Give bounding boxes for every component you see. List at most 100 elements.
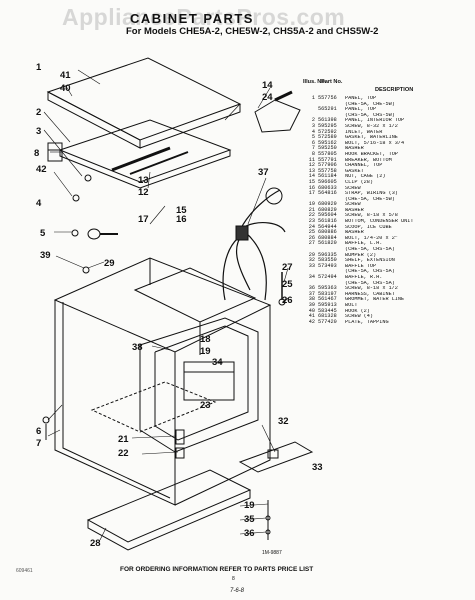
cabinet-left-side — [54, 300, 176, 506]
callout-25: 25 — [282, 279, 293, 290]
callout-19b: 19 — [244, 500, 255, 511]
part-description: WASHER — [345, 146, 364, 152]
part-illus-no: 16 — [308, 184, 315, 191]
part-description: WASHER — [345, 230, 364, 236]
part-description: SCREW (4) — [345, 314, 374, 320]
part-illus-no: 5 — [311, 134, 315, 141]
part-number: 564944 — [318, 223, 337, 230]
callout-23: 23 — [200, 400, 211, 411]
part-number: 595604 — [318, 212, 337, 219]
part-description: CLIP (28) — [345, 179, 374, 185]
callout-35: 35 — [244, 514, 255, 525]
part-description: SCREW — [345, 202, 361, 208]
callout-labels: 1 41 40 2 3 8 42 13 12 14 24 37 17 16 15… — [34, 62, 323, 549]
cabinet-right-side — [174, 305, 271, 506]
callout-2: 2 — [36, 107, 41, 118]
part-number: 680884 — [318, 234, 337, 241]
part-description: SCREW, 8-32 x 1/2 — [345, 123, 398, 129]
callout-21: 21 — [118, 434, 129, 445]
callout-18: 18 — [200, 334, 211, 345]
part-description: WASHER — [345, 207, 364, 213]
part-number: 577420 — [318, 318, 337, 325]
part-description: CHANNEL, TOP — [345, 163, 383, 169]
part-number: 595250 — [318, 145, 337, 152]
water-inlet — [87, 228, 101, 240]
callout-5: 5 — [40, 228, 46, 239]
part-illus-no: 3 — [311, 122, 315, 129]
part-illus-no: 42 — [308, 318, 315, 325]
part-illus-no: 39 — [308, 301, 315, 308]
callout-12: 12 — [138, 187, 149, 198]
callout-3: 3 — [36, 126, 41, 137]
part-number: 595295 — [318, 122, 337, 129]
part-number: 572592 — [318, 128, 337, 135]
parts-row: (CHE-5A, CHE-5W) — [303, 197, 473, 203]
part-number: 561184 — [318, 173, 337, 180]
part-number: 596605 — [318, 178, 337, 185]
part-description: (CHE-5A, CHE-5W) — [345, 101, 395, 107]
part-number: 573493 — [318, 262, 337, 269]
callout-19: 19 — [200, 346, 211, 357]
part-number: 680886 — [318, 229, 337, 236]
part-number: 595913 — [318, 301, 337, 308]
callout-42: 42 — [36, 164, 47, 175]
part-illus-no: 40 — [308, 307, 315, 314]
callout-40: 40 — [60, 83, 71, 94]
part-illus-no: 17 — [308, 190, 315, 197]
callout-22: 22 — [118, 448, 129, 459]
ordering-footer: FOR ORDERING INFORMATION REFER TO PARTS … — [120, 566, 314, 573]
callout-24: 24 — [262, 92, 273, 103]
callout-1: 1 — [36, 62, 42, 73]
description-header: DESCRIPTION — [375, 87, 414, 93]
callout-37: 37 — [258, 167, 269, 178]
part-no-header: Part No. — [321, 79, 343, 85]
parts-row: (CHE-5A, CHS-5A) — [303, 247, 473, 253]
page-number: 8 — [232, 576, 235, 582]
callout-39: 39 — [40, 250, 51, 261]
part-number: 557756 — [318, 95, 337, 101]
part-number: 583550 — [318, 257, 337, 264]
condenser-bottom — [90, 381, 217, 433]
part-number: 572494 — [318, 274, 337, 280]
callout-32: 32 — [278, 416, 289, 427]
part-description: BREAKER, BOTTOM — [345, 157, 392, 163]
part-description: PANEL, TOP — [345, 107, 377, 113]
parts-row: (CHE-5A, CHS-5A) — [303, 281, 473, 287]
part-description: BAFFLE, R.H. — [345, 275, 383, 280]
callout-33: 33 — [312, 462, 323, 473]
cabinet-harness — [222, 189, 286, 301]
callout-16: 16 — [176, 214, 187, 225]
part-illus-no: 23 — [308, 218, 315, 225]
part-number: 557758 — [318, 167, 337, 174]
part-description: SCOOP, ICE CUBE — [345, 224, 392, 230]
callout-29: 29 — [104, 258, 115, 269]
part-illus-no: 29 — [308, 251, 315, 258]
part-number: 577906 — [318, 162, 337, 169]
part-description: (CHS-5A, CHS-5W) — [345, 112, 395, 118]
part-illus-no: 19 — [308, 201, 315, 208]
part-number: 680929 — [318, 201, 337, 208]
callout-8: 8 — [34, 148, 39, 159]
part-number: 557791 — [318, 156, 337, 163]
part-illus-no: 22 — [308, 212, 315, 219]
parts-row: (CHS-5A, CHS-5W) — [303, 113, 473, 119]
part-number: 565291 — [318, 106, 337, 113]
